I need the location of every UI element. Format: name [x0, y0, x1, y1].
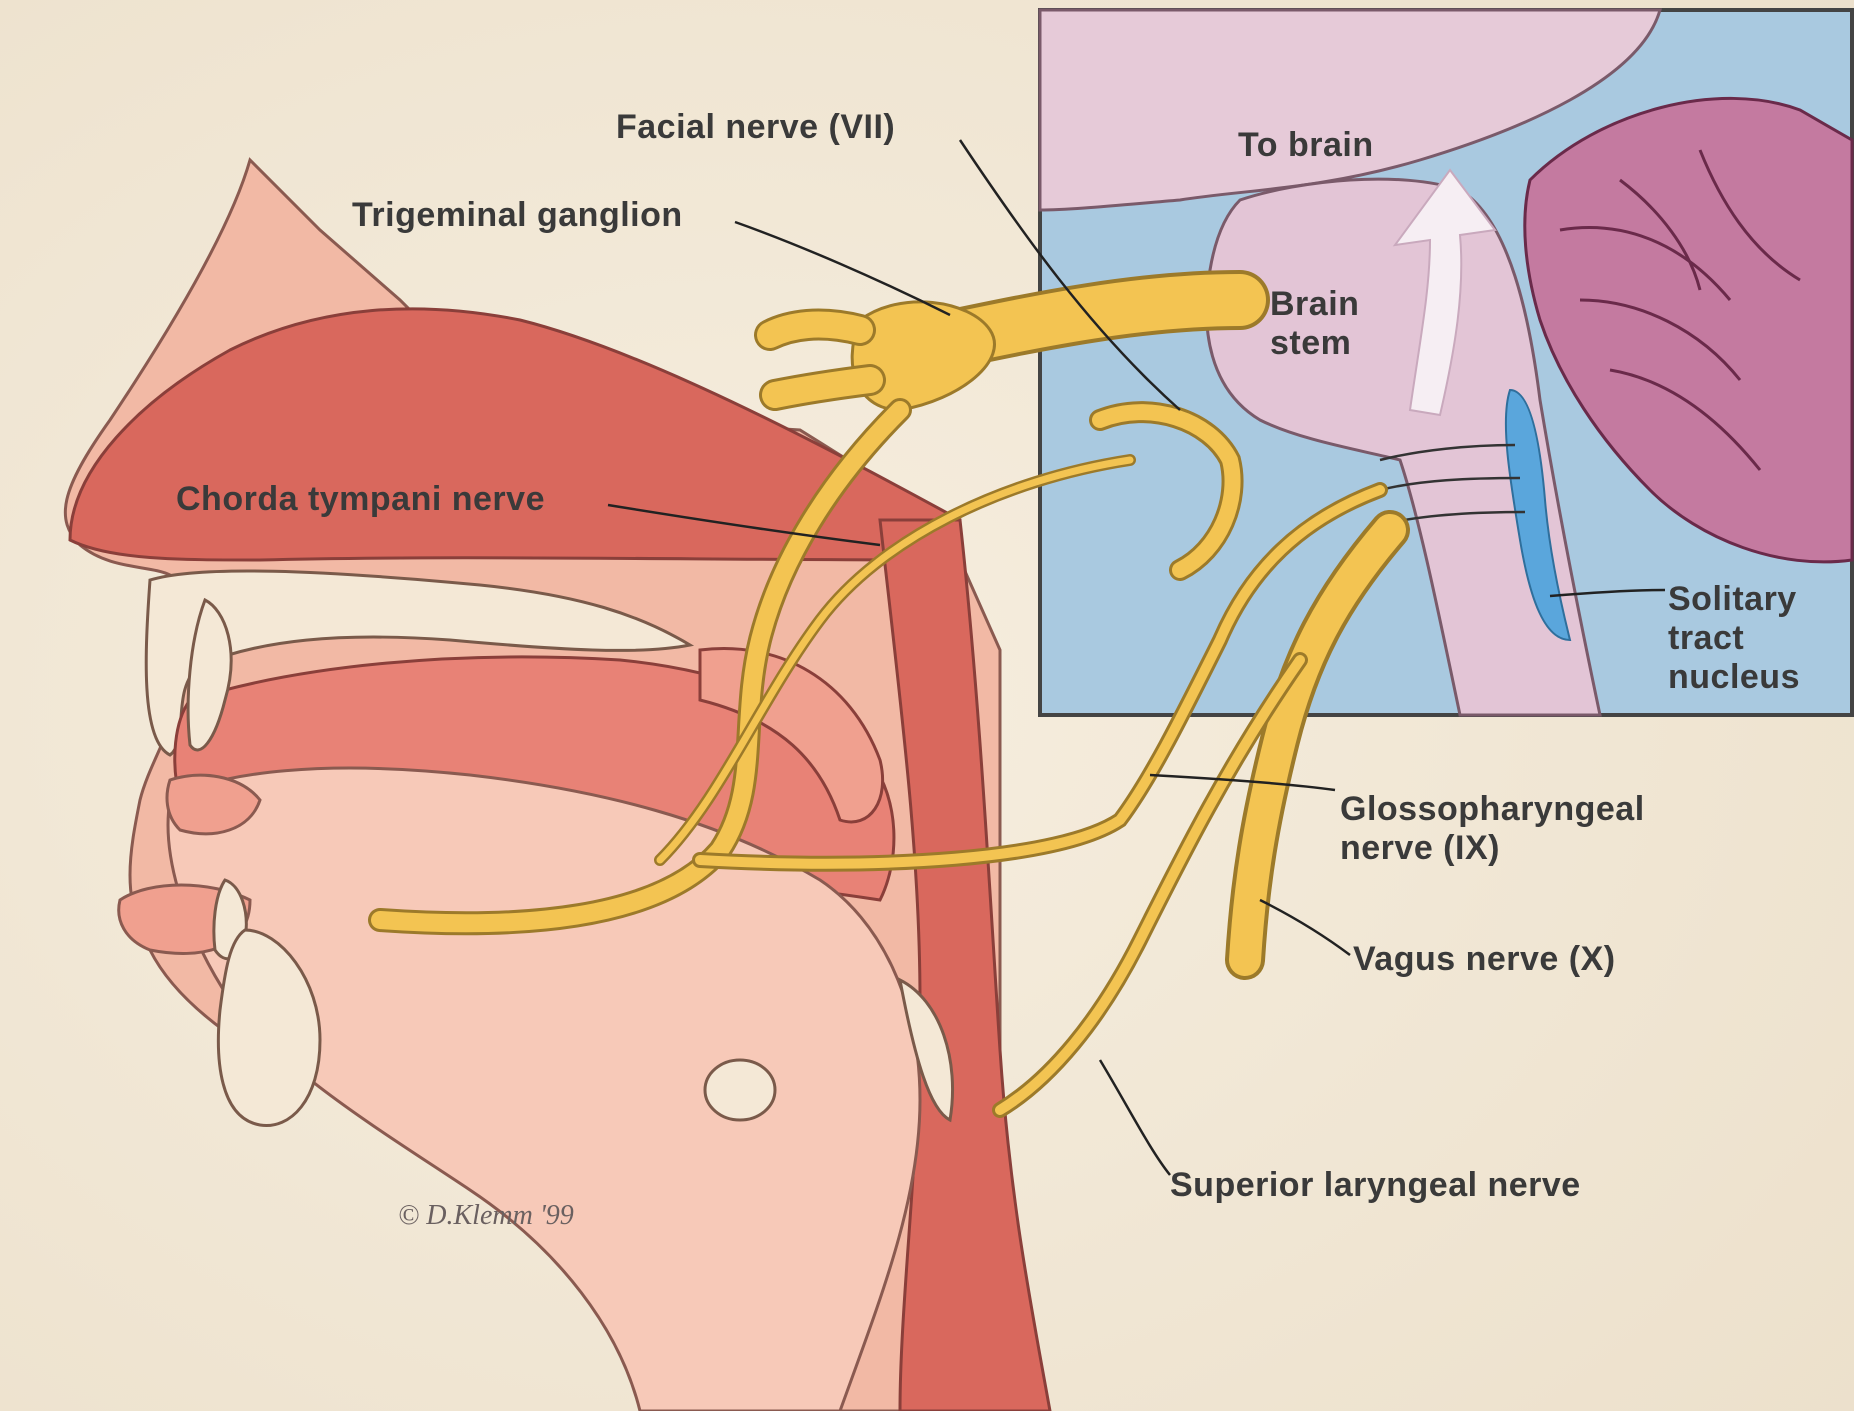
label-to-brain: To brain [1238, 126, 1374, 165]
label-solitary-tract: Solitary tract nucleus [1668, 580, 1800, 697]
label-brain-stem: Brain stem [1270, 285, 1359, 363]
label-glossopharyngeal: Glossopharyngeal nerve (IX) [1340, 790, 1645, 868]
label-facial-nerve: Facial nerve (VII) [616, 108, 895, 147]
hyoid-bone [705, 1060, 775, 1120]
label-superior-laryngeal: Superior laryngeal nerve [1170, 1166, 1581, 1205]
label-chorda-tympani: Chorda tympani nerve [176, 480, 545, 519]
artist-credit: © D.Klemm '99 [398, 1200, 574, 1232]
label-vagus: Vagus nerve (X) [1353, 940, 1616, 979]
label-trigeminal-ganglion: Trigeminal ganglion [352, 196, 683, 235]
